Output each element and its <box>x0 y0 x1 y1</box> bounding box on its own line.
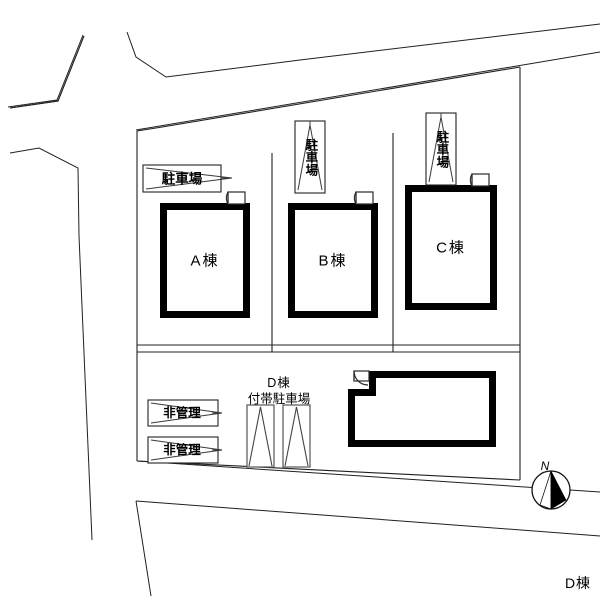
building-b-door <box>353 191 374 205</box>
callout-label-parking-a: 駐車場 <box>161 171 203 187</box>
d-parking-title-line1: D棟 <box>267 375 291 390</box>
callout-label-unmanaged-2: 非管理 <box>163 442 201 457</box>
callout-label-parking-b: 駐車場 <box>303 138 318 176</box>
compass-north-label: N <box>540 459 550 473</box>
callout-parking-c <box>425 112 457 186</box>
building-a-door <box>225 191 246 205</box>
building-label-c: C棟 <box>436 239 466 257</box>
building-label-a: A棟 <box>190 252 220 270</box>
callout-unmanaged-1 <box>147 399 223 427</box>
building-a <box>160 203 250 318</box>
d-parking-title-line2: 付帯駐車場 <box>247 391 311 406</box>
callout-label-parking-c: 駐車場 <box>434 130 449 168</box>
callout-unmanaged-2 <box>147 436 223 464</box>
building-c <box>405 185 497 310</box>
compass-rose <box>531 470 571 510</box>
callout-label-unmanaged-1: 非管理 <box>163 405 201 420</box>
callout-parking-a <box>142 164 233 193</box>
lower-road-lines <box>135 460 600 597</box>
plan-caption: D棟 <box>564 575 592 591</box>
road-lines <box>7 23 600 541</box>
building-c-door <box>469 173 490 187</box>
building-b <box>288 203 378 318</box>
d-parking-stalls <box>246 404 311 468</box>
building-label-b: B棟 <box>318 252 348 270</box>
callout-parking-b <box>294 120 326 194</box>
building-d-door <box>353 370 370 386</box>
parcel-boundaries <box>136 66 521 481</box>
building-d <box>348 371 496 447</box>
